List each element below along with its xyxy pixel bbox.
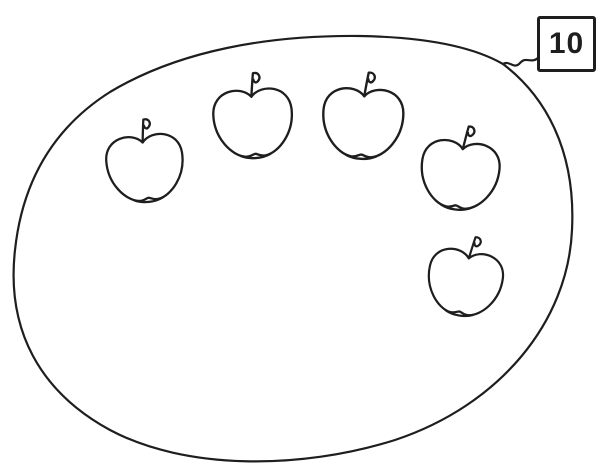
apple-icon	[211, 71, 295, 161]
apple-icon	[422, 230, 509, 322]
count-label: 10	[549, 29, 584, 59]
count-box: 10	[537, 16, 596, 72]
apple-icon	[321, 70, 405, 161]
label-connector	[503, 58, 538, 66]
apple-icon	[417, 121, 504, 214]
apple-icon	[102, 116, 187, 206]
set-oval	[14, 36, 573, 461]
